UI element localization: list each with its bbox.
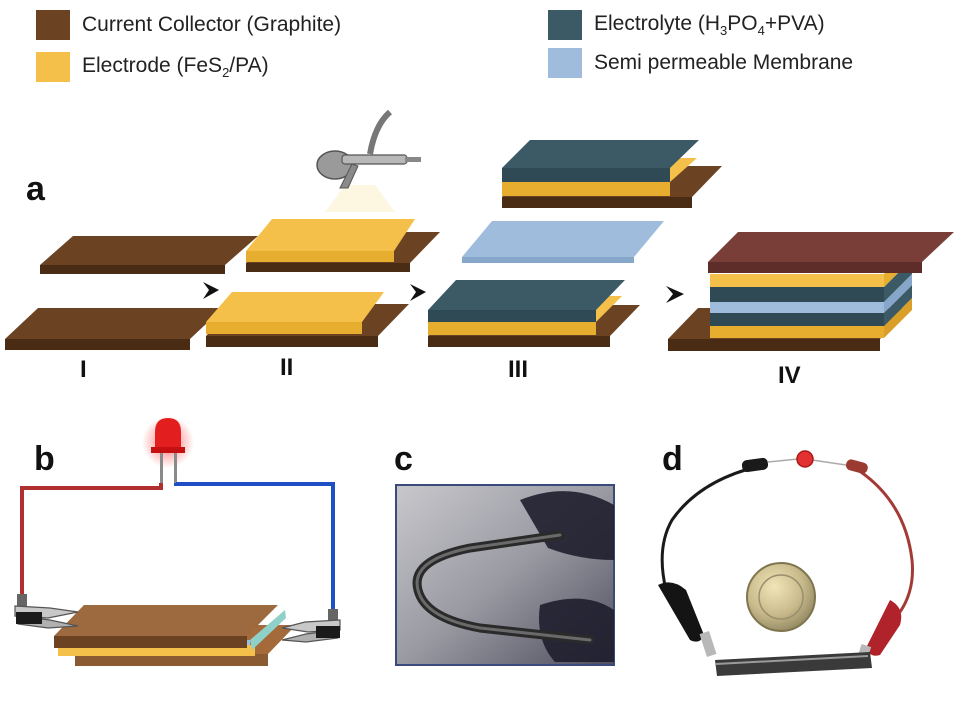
panel-label-a: a	[26, 170, 45, 208]
legend-electrode: Electrode (FeS2/PA)	[36, 52, 269, 82]
red-wire	[20, 483, 163, 595]
step-label-iii: III	[508, 356, 529, 383]
electrode-label-main: Electrode (FeS	[82, 53, 223, 77]
electrolyte-label-main: Electrolyte (H	[594, 11, 721, 35]
demo-circuit-photo	[658, 450, 914, 676]
electrode-label-sub: 2	[222, 65, 230, 81]
blue-wire	[174, 482, 335, 610]
step-label-i: I	[80, 356, 87, 383]
electrolyte-label-tail: +PVA)	[764, 11, 825, 35]
electrolyte-label-sub1: 3	[720, 23, 728, 39]
step-iii-membrane	[462, 221, 664, 263]
alligator-clip-icon	[14, 594, 79, 629]
membrane-swatch	[548, 48, 582, 78]
step-ii-top-stack	[246, 219, 440, 272]
led-icon	[142, 416, 194, 483]
step-iv-assembled-stack	[668, 232, 954, 351]
step-iii-bottom-stack	[428, 280, 640, 347]
panel-label-b: b	[34, 440, 55, 478]
legend-electrode-label: Electrode (FeS2/PA)	[82, 54, 269, 80]
spray-gun-icon	[316, 109, 421, 212]
legend-current-collector: Current Collector (Graphite)	[36, 10, 341, 40]
arrow-2-icon	[410, 284, 426, 301]
device-stack-b	[54, 605, 296, 666]
legend-electrolyte: Electrolyte (H3PO4+PVA)	[548, 10, 825, 40]
flexible-device-photo	[395, 484, 615, 666]
step-i-top-plate	[40, 236, 258, 274]
step-i-bottom-plate	[5, 308, 223, 350]
legend-electrolyte-label: Electrolyte (H3PO4+PVA)	[594, 12, 825, 38]
electrolyte-label-mid: PO	[727, 11, 758, 35]
legend-current-collector-label: Current Collector (Graphite)	[82, 13, 342, 36]
step-iii-top-stack	[502, 140, 722, 208]
electrode-label-tail: /PA)	[229, 53, 269, 77]
legend-membrane-label: Semi permeable Membrane	[594, 51, 854, 74]
electrode-swatch	[36, 52, 70, 82]
electrolyte-label-sub2: 4	[757, 23, 765, 39]
legend-membrane: Semi permeable Membrane	[548, 48, 853, 78]
panel-label-c: c	[394, 440, 413, 478]
arrow-3-icon	[666, 286, 684, 303]
electrolyte-swatch	[548, 10, 582, 40]
collector-swatch	[36, 10, 70, 40]
step-ii-bottom-stack	[206, 292, 409, 347]
coin-icon	[746, 562, 816, 632]
alligator-clip-icon	[281, 609, 341, 643]
step-label-iv: IV	[778, 362, 801, 389]
panel-label-d: d	[662, 440, 683, 478]
led-icon	[796, 450, 814, 468]
arrow-1-icon	[203, 282, 219, 299]
step-label-ii: II	[280, 354, 294, 381]
